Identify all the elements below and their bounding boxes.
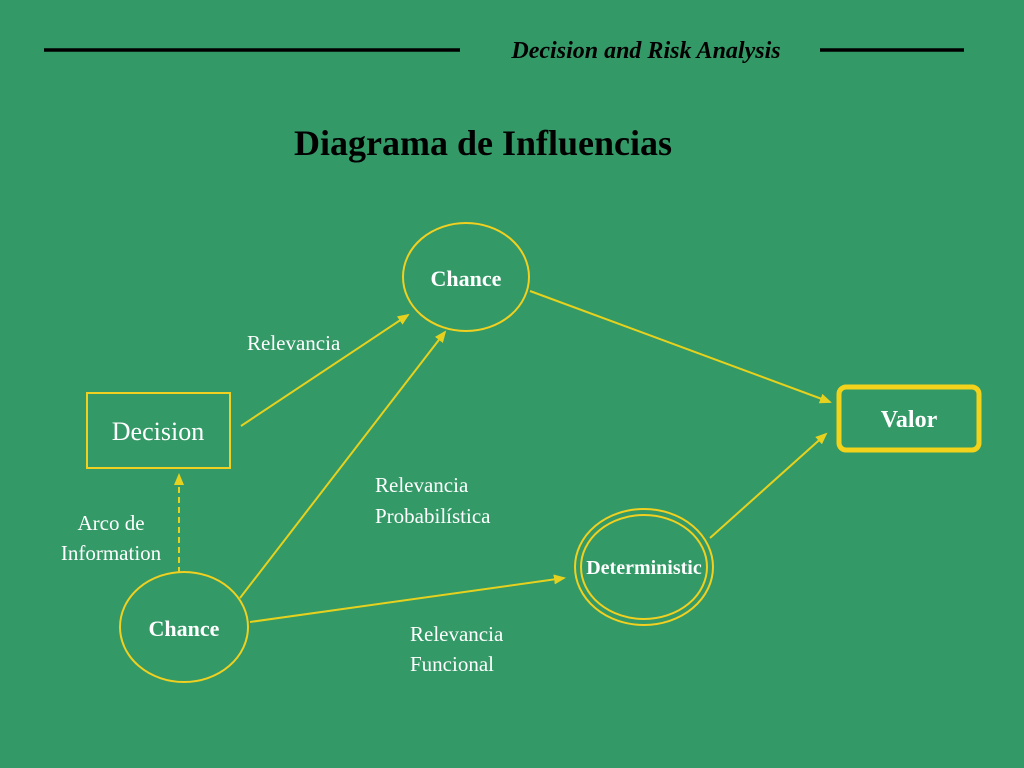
relevancia-label: Relevancia — [247, 331, 341, 355]
deterministic-node-label: Deterministic — [586, 557, 702, 579]
course-title: Decision and Risk Analysis — [510, 38, 780, 64]
arrow-chance-bottom-to-chance-top — [239, 330, 447, 599]
arco-information-label-line1: Arco de — [77, 511, 144, 535]
arrow-chance-top-to-valor — [529, 290, 832, 404]
chance-node-bottom — [119, 571, 249, 683]
chance-node-top-label: Chance — [431, 266, 502, 291]
valor-node — [836, 384, 982, 453]
chance-node-top — [402, 222, 530, 332]
relevancia-probabilistica-label-line2: Probabilística — [375, 504, 491, 528]
slide-title: Diagrama de Influencias — [294, 123, 672, 163]
valor-node-label: Valor — [881, 407, 938, 433]
decision-node-label: Decision — [112, 417, 204, 446]
decision-node — [86, 392, 231, 469]
deterministic-node-inner — [580, 514, 708, 620]
chance-node-bottom-label: Chance — [149, 616, 220, 641]
relevancia-probabilistica-label-line1: Relevancia — [375, 473, 469, 497]
arrow-deterministic-to-valor — [709, 432, 828, 539]
relevancia-funcional-label-line1: Relevancia — [410, 622, 504, 646]
arco-information-label-line2: Information — [61, 541, 162, 565]
relevancia-funcional-label-line2: Funcional — [410, 652, 494, 676]
deterministic-node-outer — [574, 508, 714, 626]
arrow-chance-bottom-to-deterministic — [249, 574, 566, 623]
arrow-decision-to-chance-top — [240, 313, 410, 427]
